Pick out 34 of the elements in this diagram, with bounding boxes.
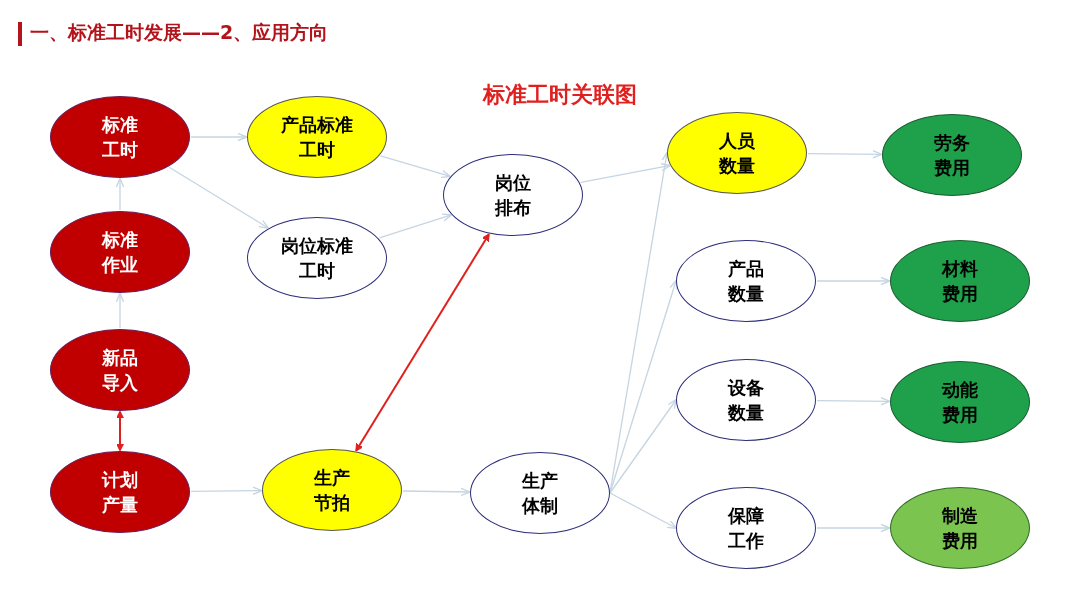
diagram-heading: 标准工时关联图 bbox=[481, 81, 638, 109]
arrow bbox=[807, 150, 883, 159]
arrow bbox=[115, 292, 125, 329]
arrow bbox=[190, 486, 263, 495]
node-label: 生产体制 bbox=[522, 469, 558, 518]
node-label: 计划产量 bbox=[102, 468, 138, 517]
node-label: 生产节拍 bbox=[314, 466, 350, 515]
node-label: 产品标准工时 bbox=[281, 113, 353, 162]
node-label: 岗位标准工时 bbox=[281, 234, 353, 283]
arrow bbox=[609, 492, 678, 530]
arrow bbox=[115, 177, 125, 211]
node-label: 设备数量 bbox=[728, 376, 764, 425]
arrow bbox=[402, 487, 471, 497]
arrow bbox=[580, 162, 671, 183]
node-label: 标准工时 bbox=[102, 113, 138, 162]
arrow bbox=[168, 166, 270, 229]
arrow bbox=[190, 132, 248, 142]
arrow bbox=[816, 276, 891, 286]
slide-title: 一、标准工时发展——2、应用方向 bbox=[30, 20, 329, 45]
arrow bbox=[355, 233, 490, 452]
node-label: 标准作业 bbox=[102, 228, 138, 277]
arrow bbox=[816, 397, 891, 406]
node-label: 新品导入 bbox=[102, 346, 138, 395]
node-label: 人员数量 bbox=[719, 129, 755, 178]
arrow bbox=[816, 523, 891, 533]
node-label: 产品数量 bbox=[728, 257, 764, 306]
arrow bbox=[116, 410, 125, 452]
node-label: 保障工作 bbox=[728, 504, 764, 553]
node-label: 劳务费用 bbox=[934, 131, 970, 180]
arrow bbox=[609, 398, 678, 494]
node-label: 材料费用 bbox=[942, 257, 978, 306]
node-label: 动能费用 bbox=[942, 378, 978, 427]
node-label: 制造费用 bbox=[942, 504, 978, 553]
node-label: 岗位排布 bbox=[495, 171, 531, 220]
